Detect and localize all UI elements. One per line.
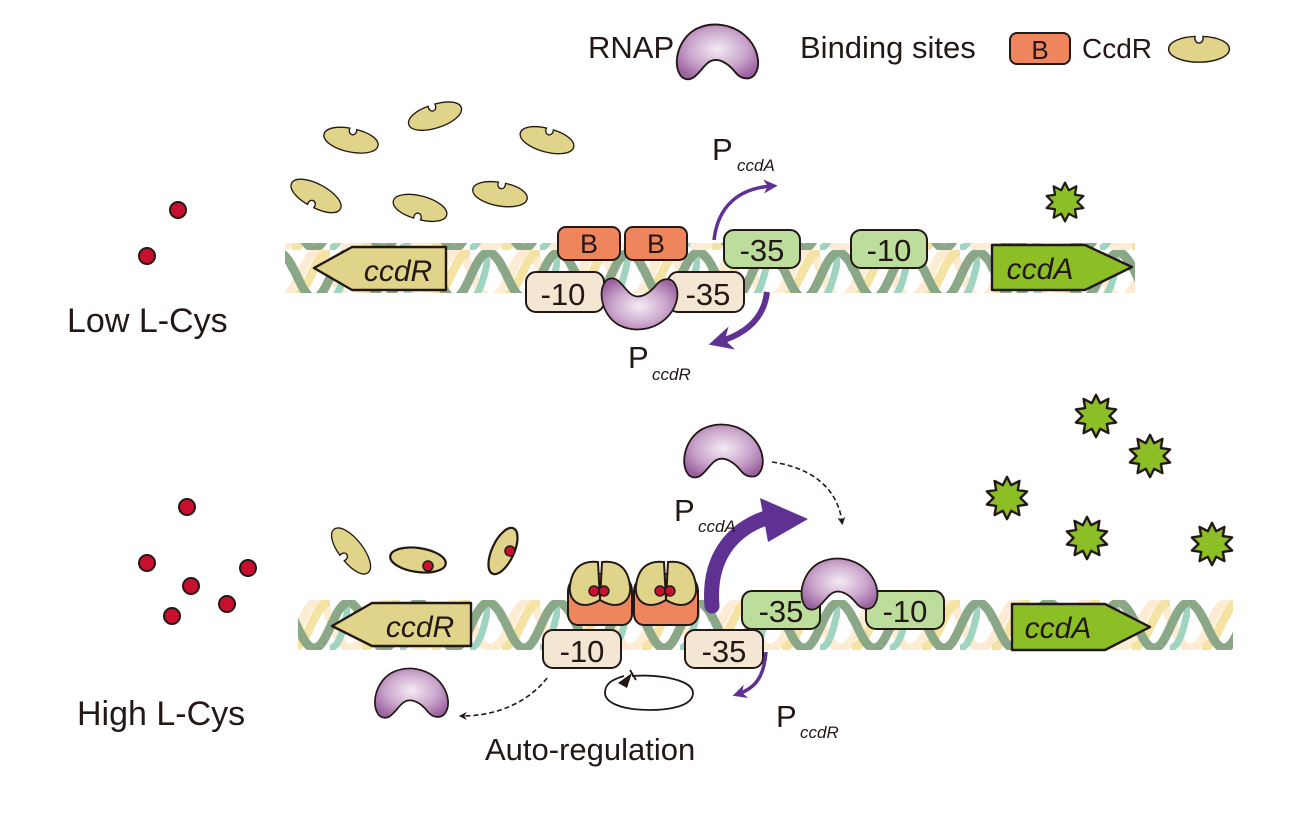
auto-regulation-label: Auto-regulation (485, 732, 695, 767)
svg-text:P: P (628, 340, 649, 375)
lcys-molecules (138, 201, 187, 265)
panel-low-lcys: ccdR B B -10 -35 -35 -10 (67, 95, 1135, 384)
legend-binding-site-symbol: B (1031, 35, 1048, 65)
condition-label-high: High L-Cys (77, 695, 245, 733)
panel-high-lcys: ccdR -10 -35 -35 -10 (77, 393, 1234, 767)
pccdr-minus10-box: -10 (560, 634, 605, 669)
gene-ccda: ccdA (1010, 602, 1152, 652)
pccdr-minus35-box: -35 (686, 277, 731, 312)
pccda-minus35-box: -35 (759, 594, 804, 629)
ccdr-proteins (324, 521, 519, 581)
svg-text:P: P (712, 132, 733, 167)
ccdr-lcys-complex (389, 546, 447, 574)
svg-text:P: P (776, 699, 797, 734)
rnap-recruitment-arrow (771, 461, 846, 526)
gene-ccdr-label: ccdR (364, 255, 432, 288)
ccda-toxin-stars (985, 393, 1234, 567)
ccdr-protein (404, 95, 466, 137)
lcys-molecules (138, 498, 257, 625)
lcys-molecule (138, 247, 156, 265)
pccda-minus35-box: -35 (740, 233, 785, 268)
pccda-minus10-box: -10 (867, 233, 912, 268)
pccdr-minus35-box: -35 (702, 634, 747, 669)
pccdr-label: P ccdR (776, 699, 839, 742)
pccda-promoter-boxes: -35 -10 (741, 590, 945, 630)
svg-text:P: P (674, 493, 695, 528)
ccdr-lcys-complex (487, 526, 519, 576)
legend: RNAP Binding sites B CcdR (588, 23, 1231, 81)
gene-ccda-label: ccdA (1025, 612, 1092, 645)
ccda-toxin-star (1065, 515, 1109, 561)
ccda-toxin-star (1074, 393, 1118, 439)
legend-binding-site-icon: B (1009, 32, 1071, 65)
legend-binding-sites-label: Binding sites (800, 30, 976, 65)
gene-ccdr-label: ccdR (386, 611, 454, 644)
pccdr-promoter-boxes: -10 -35 (525, 271, 745, 313)
ccdr-protein (285, 171, 347, 220)
lcys-molecule (218, 595, 236, 613)
binding-site-label: B (580, 229, 598, 259)
ccda-toxin-star (985, 475, 1029, 521)
binding-sites: B B (557, 226, 688, 261)
lcys-molecule (239, 559, 257, 577)
rnap-released (373, 667, 450, 719)
ccdr-protein (320, 122, 382, 159)
pccdr-label: P ccdR (628, 340, 691, 384)
condition-label-low: Low L-Cys (67, 302, 228, 340)
rnap-release-arrow (458, 677, 548, 720)
legend-ccdr-icon (1167, 35, 1231, 63)
gene-ccdr: ccdR (330, 601, 473, 648)
legend-ccdr-label: CcdR (1082, 33, 1152, 64)
ccdr-dimer-bound (567, 560, 633, 626)
pccdr-promoter-boxes: -10 -35 (542, 629, 764, 669)
lcys-molecule (169, 201, 187, 219)
pccda-transcription-arrow (712, 179, 778, 241)
lcys-molecule (138, 554, 156, 572)
pccdr-transcription-arrow (708, 291, 770, 350)
lcys-molecule (178, 498, 196, 516)
pccda-label: P ccdA (712, 132, 775, 175)
svg-text:ccdR: ccdR (800, 723, 839, 742)
rnap-free (683, 423, 764, 479)
ccdr-proteins-free (285, 95, 578, 227)
pccda-strong-transcription-arrow (704, 498, 808, 614)
legend-rnap-label: RNAP (588, 30, 674, 65)
ccdr-protein (470, 177, 530, 212)
binding-site-label: B (647, 229, 665, 259)
ccda-toxin-star (1128, 433, 1172, 479)
lcys-molecule (182, 577, 200, 595)
svg-text:ccdR: ccdR (652, 365, 691, 384)
ccda-toxin-star (1190, 521, 1234, 567)
ccdr-protein (389, 188, 451, 227)
pccda-label: P ccdA (674, 493, 736, 536)
legend-rnap-icon (675, 23, 760, 81)
gene-ccdr: ccdR (312, 245, 448, 292)
ccdr-dimer-bound (633, 560, 699, 626)
lcys-molecule (163, 607, 181, 625)
svg-text:ccdA: ccdA (698, 517, 736, 536)
gene-ccda-label: ccdA (1007, 253, 1074, 286)
auto-regulation-loop-icon (604, 669, 694, 711)
ccdr-protein (324, 521, 379, 581)
pccda-minus10-box: -10 (883, 594, 928, 629)
ccda-toxin-star (1045, 181, 1085, 223)
svg-text:ccdA: ccdA (737, 156, 775, 175)
gene-ccda: ccdA (990, 243, 1134, 292)
pccdr-transcription-arrow (732, 651, 768, 698)
ccdr-protein (516, 121, 578, 160)
pccdr-minus10-box: -10 (541, 277, 586, 312)
pccda-promoter-boxes: -35 -10 (723, 229, 928, 269)
